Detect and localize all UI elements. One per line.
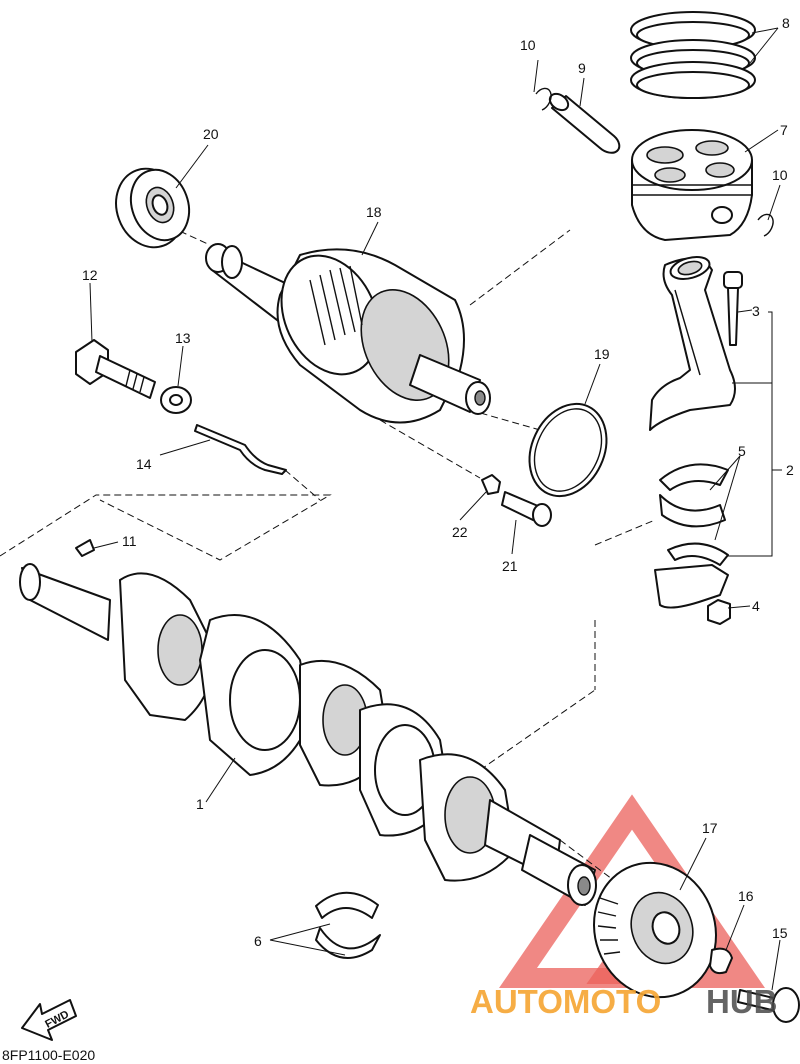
callout-7: 7 bbox=[780, 122, 788, 138]
callout-13: 13 bbox=[175, 330, 191, 346]
washer-small bbox=[481, 474, 501, 495]
crankshaft bbox=[19, 563, 597, 906]
piston-rings bbox=[630, 11, 756, 99]
watermark-text-part1: AUTOMOTO bbox=[470, 983, 661, 1020]
callout-12: 12 bbox=[82, 267, 98, 283]
callout-22: 22 bbox=[452, 524, 468, 540]
callout-10-left: 10 bbox=[520, 37, 536, 53]
o-ring bbox=[528, 402, 608, 498]
rod-nut bbox=[707, 599, 731, 625]
callout-21: 21 bbox=[502, 558, 518, 574]
callout-15: 15 bbox=[772, 925, 788, 941]
plate bbox=[194, 424, 287, 475]
o-ring-inner bbox=[533, 408, 603, 492]
forward-direction-arrow: FWD bbox=[21, 999, 77, 1041]
bearing bbox=[115, 167, 191, 249]
connecting-rod bbox=[649, 256, 736, 431]
piston-pin bbox=[548, 92, 621, 154]
callout-14: 14 bbox=[136, 456, 152, 472]
callout-labels: 1 2 3 4 5 6 7 8 9 10 10 11 12 13 14 15 1… bbox=[82, 15, 794, 949]
callout-11: 11 bbox=[122, 533, 137, 549]
callout-3: 3 bbox=[752, 303, 760, 319]
bolt bbox=[75, 339, 156, 399]
callout-16: 16 bbox=[738, 888, 754, 904]
diagram-code: 8FP1100-E020 bbox=[2, 1047, 95, 1063]
callout-4: 4 bbox=[752, 598, 760, 614]
piston-pin-clip-left bbox=[535, 87, 552, 111]
primary-drive-gear bbox=[593, 861, 717, 999]
balancer-shaft bbox=[205, 243, 491, 424]
piston bbox=[631, 129, 753, 241]
rod-bolt bbox=[723, 271, 743, 346]
callout-17: 17 bbox=[702, 820, 718, 836]
watermark-text-part2: HUB bbox=[706, 983, 778, 1020]
callout-2: 2 bbox=[786, 462, 794, 478]
washer-hole bbox=[169, 394, 183, 406]
gear-bolt bbox=[737, 987, 800, 1023]
callout-18: 18 bbox=[366, 204, 382, 220]
piston-pin-clip-right bbox=[757, 213, 774, 237]
callout-9: 9 bbox=[578, 60, 586, 76]
callout-5: 5 bbox=[738, 443, 746, 459]
callout-19: 19 bbox=[594, 346, 610, 362]
callout-10-right: 10 bbox=[772, 167, 788, 183]
bolt-small bbox=[501, 491, 552, 527]
watermark-wordmark: AUTOMOTO HUB bbox=[470, 983, 778, 1020]
rod-cap bbox=[654, 564, 729, 609]
callout-8: 8 bbox=[782, 15, 790, 31]
big-end-bearing-shells bbox=[659, 463, 729, 566]
leader-lines bbox=[89, 27, 782, 991]
callout-20: 20 bbox=[203, 126, 219, 142]
callout-1: 1 bbox=[196, 796, 204, 812]
woodruff-key bbox=[75, 539, 95, 557]
main-bearing-shells bbox=[315, 891, 381, 959]
lock-washer bbox=[709, 947, 733, 975]
callout-6: 6 bbox=[254, 933, 262, 949]
